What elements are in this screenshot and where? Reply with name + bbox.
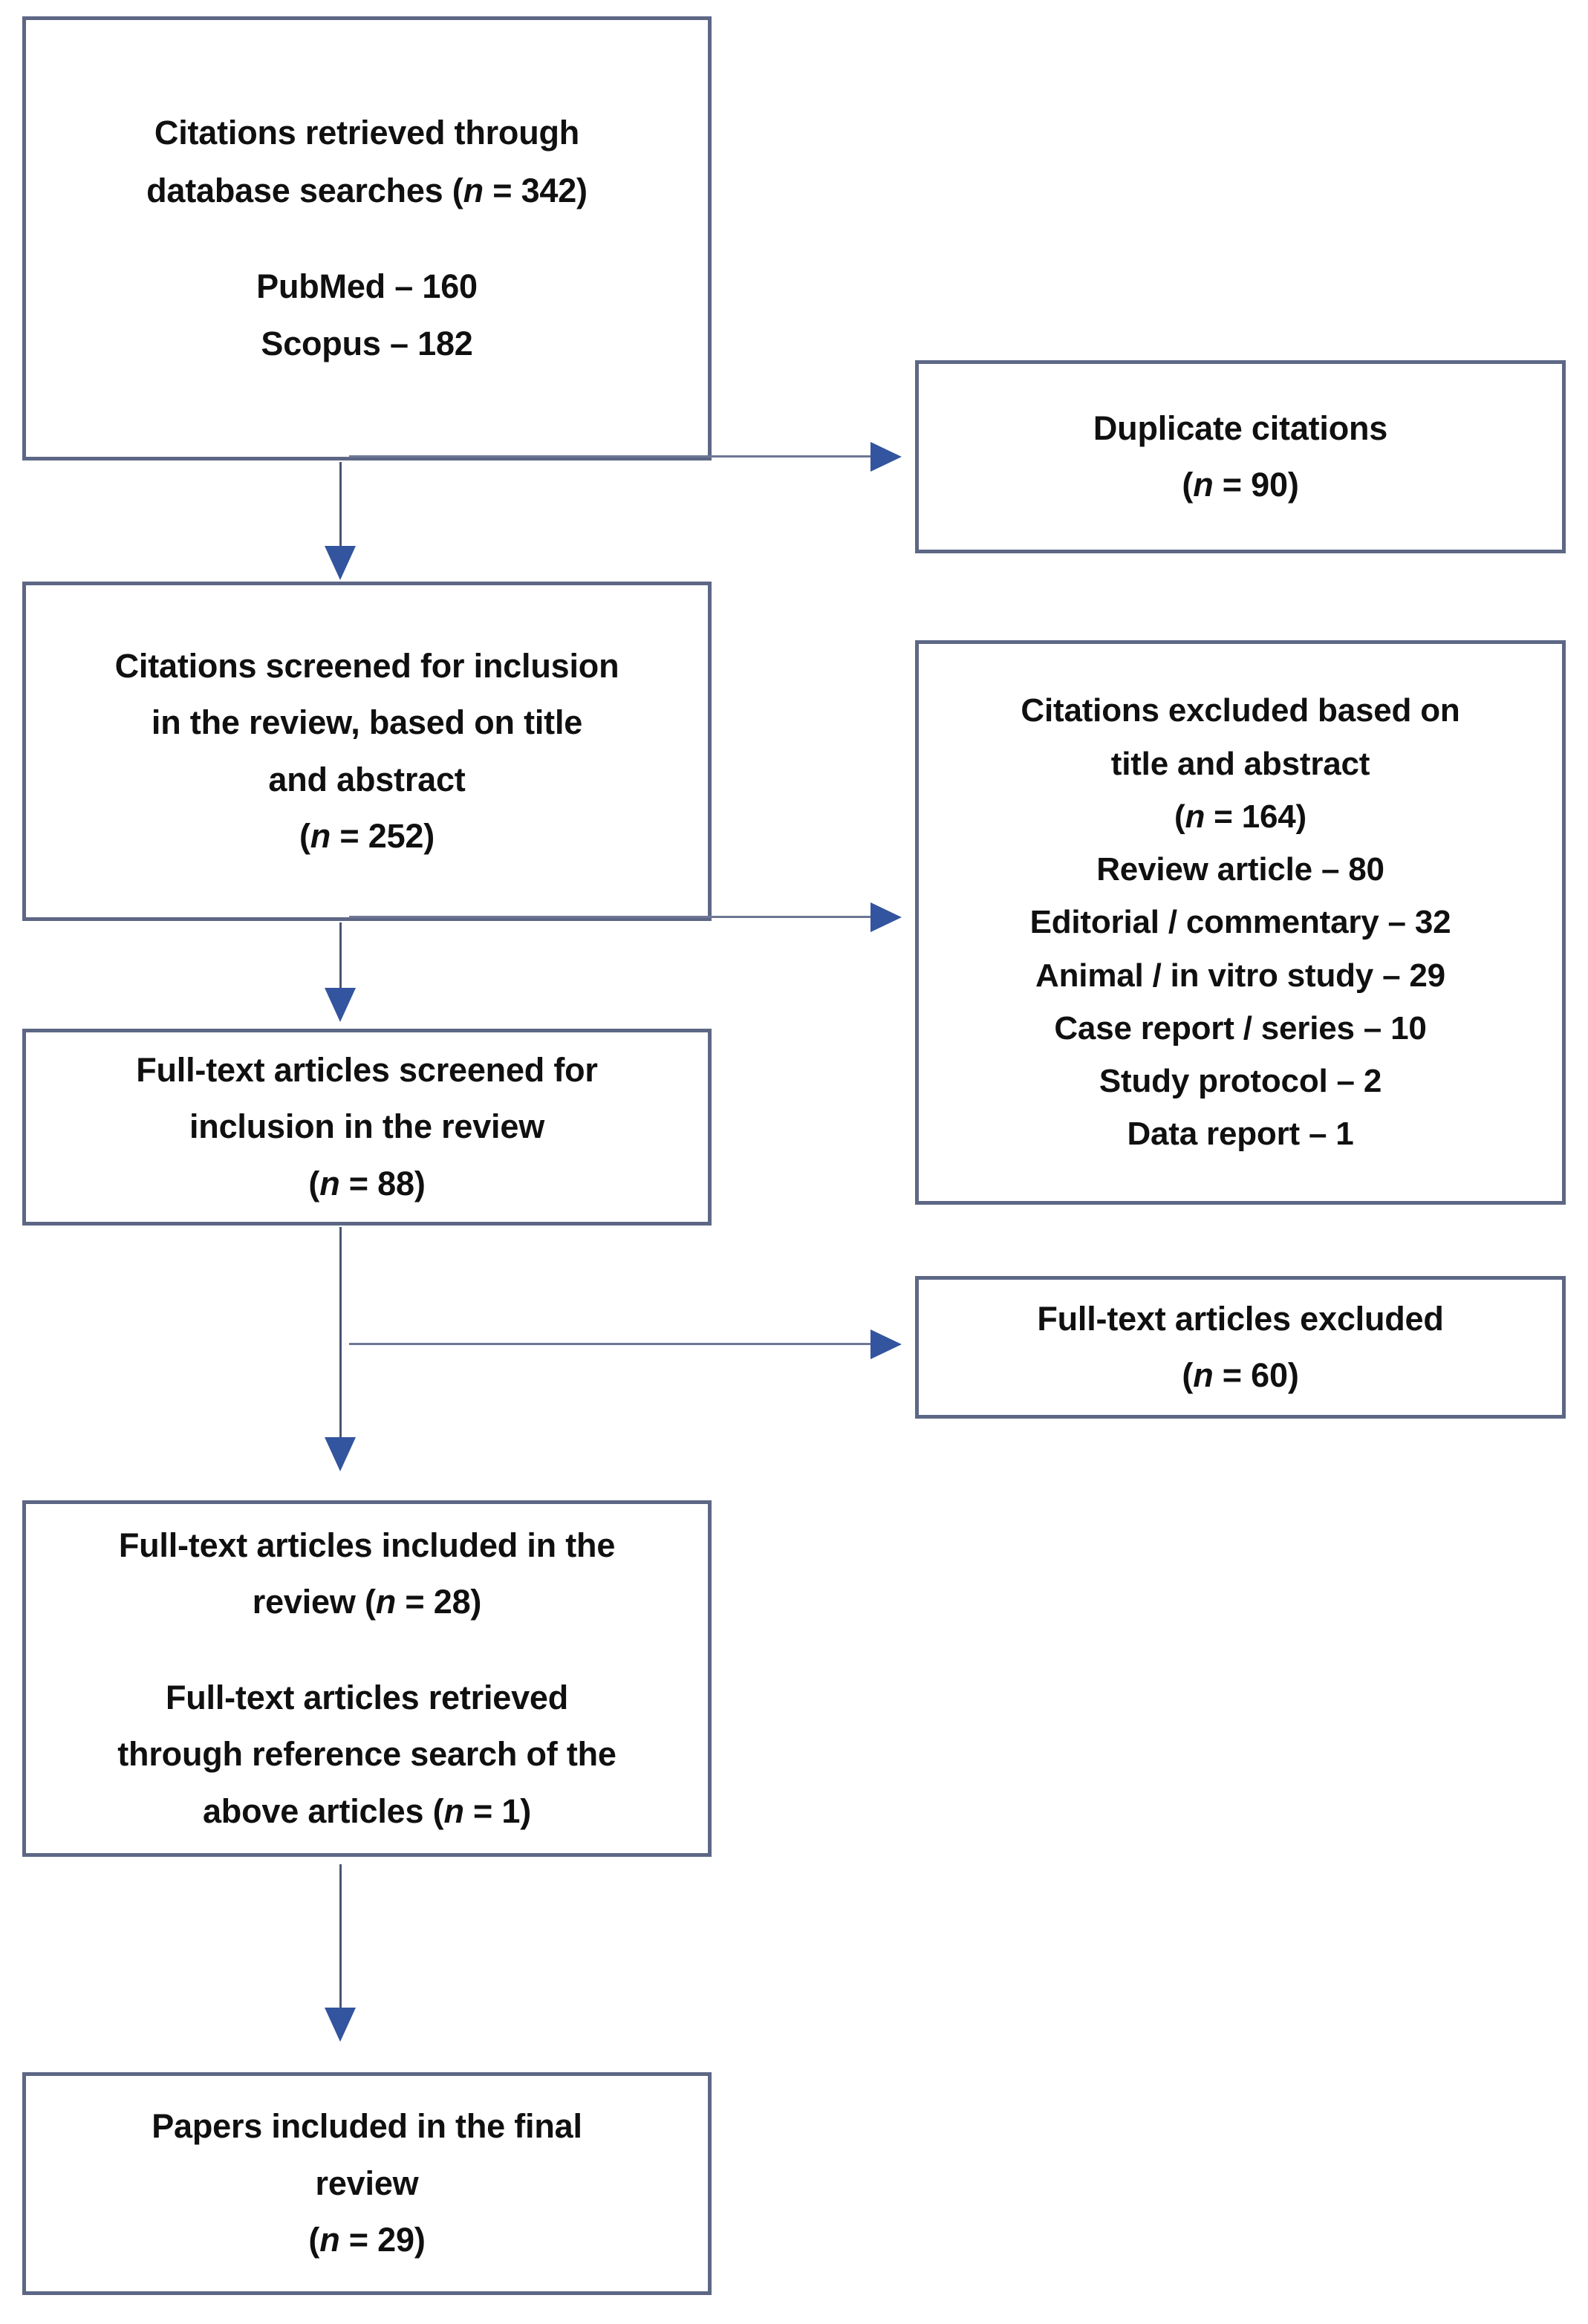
citations-screened-count: (n = 252) — [299, 817, 435, 855]
citations-excluded-line2: title and abstract — [1110, 745, 1370, 782]
box-citations-excluded: Citations excluded based on title and ab… — [915, 640, 1566, 1205]
box-fulltext-included: Full-text articles included in the revie… — [22, 1500, 712, 1857]
n-symbol: n — [1193, 466, 1214, 504]
connector-retrieved-to-screened-stem — [339, 462, 342, 551]
exclusion-reason-item: Data report – 1 — [1127, 1116, 1354, 1153]
citations-screened-line1: Citations screened for inclusion — [114, 646, 619, 685]
citations-excluded-line1: Citations excluded based on — [1021, 692, 1460, 729]
box-citations-screened: Citations screened for inclusion in the … — [22, 582, 712, 921]
connector-screened-to-excluded-arrowhead — [871, 902, 902, 932]
fulltext-included-count: review (n = 28) — [252, 1583, 482, 1621]
citations-screened-line3: and abstract — [268, 760, 466, 798]
n-symbol: n — [443, 1791, 464, 1830]
n-symbol: n — [1185, 798, 1205, 835]
papers-final-line1: Papers included in the final — [152, 2107, 582, 2146]
box-fulltext-excluded: Full-text articles excluded (n = 60) — [915, 1276, 1566, 1419]
connector-fulltext-to-excluded-stem — [349, 1343, 873, 1345]
reference-search-line2: through reference search of the — [117, 1735, 616, 1774]
exclusion-reason-item: Case report / series – 10 — [1054, 1009, 1427, 1047]
fulltext-screened-line2: inclusion in the review — [189, 1107, 544, 1146]
n-symbol: n — [310, 817, 331, 855]
box-duplicate-citations: Duplicate citations (n = 90) — [915, 360, 1566, 553]
connector-fulltext-to-excluded-arrowhead — [871, 1329, 902, 1359]
connector-fulltext-to-included-stem — [339, 1227, 342, 1442]
exclusion-reason-item: Editorial / commentary – 32 — [1029, 904, 1451, 941]
fulltext-included-line1: Full-text articles included in the — [118, 1526, 616, 1564]
connector-screened-to-fulltext-arrowhead — [325, 988, 356, 1022]
connector-retrieved-to-duplicates-stem — [349, 455, 873, 458]
n-symbol: n — [1193, 1356, 1214, 1394]
citations-retrieved-source-pubmed: PubMed – 160 — [256, 267, 478, 305]
n-symbol: n — [375, 1583, 397, 1621]
connector-fulltext-to-included-arrowhead — [325, 1437, 356, 1471]
duplicate-citations-line1: Duplicate citations — [1093, 409, 1388, 447]
connector-included-to-final-arrowhead — [325, 2008, 356, 2042]
n-symbol: n — [319, 2221, 340, 2259]
fulltext-excluded-count: (n = 60) — [1182, 1356, 1299, 1394]
connector-included-to-final-stem — [339, 1864, 342, 2013]
connector-screened-to-excluded-stem — [349, 916, 873, 918]
citations-screened-line2: in the review, based on title — [151, 703, 583, 741]
exclusion-reason-item: Animal / in vitro study – 29 — [1035, 957, 1445, 994]
citations-retrieved-line2: database searches (n = 342) — [146, 171, 588, 209]
connector-retrieved-to-screened-arrowhead — [325, 546, 356, 580]
box-citations-retrieved: Citations retrieved through database sea… — [22, 16, 712, 460]
connector-screened-to-fulltext-stem — [339, 922, 342, 993]
fulltext-screened-count: (n = 88) — [308, 1164, 426, 1202]
exclusion-reason-item: Study protocol – 2 — [1099, 1063, 1382, 1100]
box-papers-final: Papers included in the final review (n =… — [22, 2072, 712, 2295]
citations-excluded-count: (n = 164) — [1174, 798, 1306, 835]
exclusion-reason-item: Review article – 80 — [1096, 851, 1384, 888]
fulltext-excluded-line1: Full-text articles excluded — [1037, 1299, 1444, 1338]
citations-retrieved-line1: Citations retrieved through — [154, 114, 580, 152]
reference-search-count: above articles (n = 1) — [202, 1791, 532, 1830]
box-fulltext-screened: Full-text articles screened for inclusio… — [22, 1029, 712, 1226]
n-symbol: n — [319, 1164, 340, 1202]
n-symbol: n — [463, 171, 484, 209]
papers-final-count: (n = 29) — [308, 2221, 426, 2259]
reference-search-line1: Full-text articles retrieved — [165, 1678, 569, 1716]
papers-final-line2: review — [315, 2164, 419, 2202]
citations-retrieved-source-scopus: Scopus – 182 — [261, 325, 473, 363]
duplicate-citations-count: (n = 90) — [1182, 466, 1299, 504]
fulltext-screened-line1: Full-text articles screened for — [136, 1050, 598, 1089]
connector-retrieved-to-duplicates-arrowhead — [871, 442, 902, 472]
